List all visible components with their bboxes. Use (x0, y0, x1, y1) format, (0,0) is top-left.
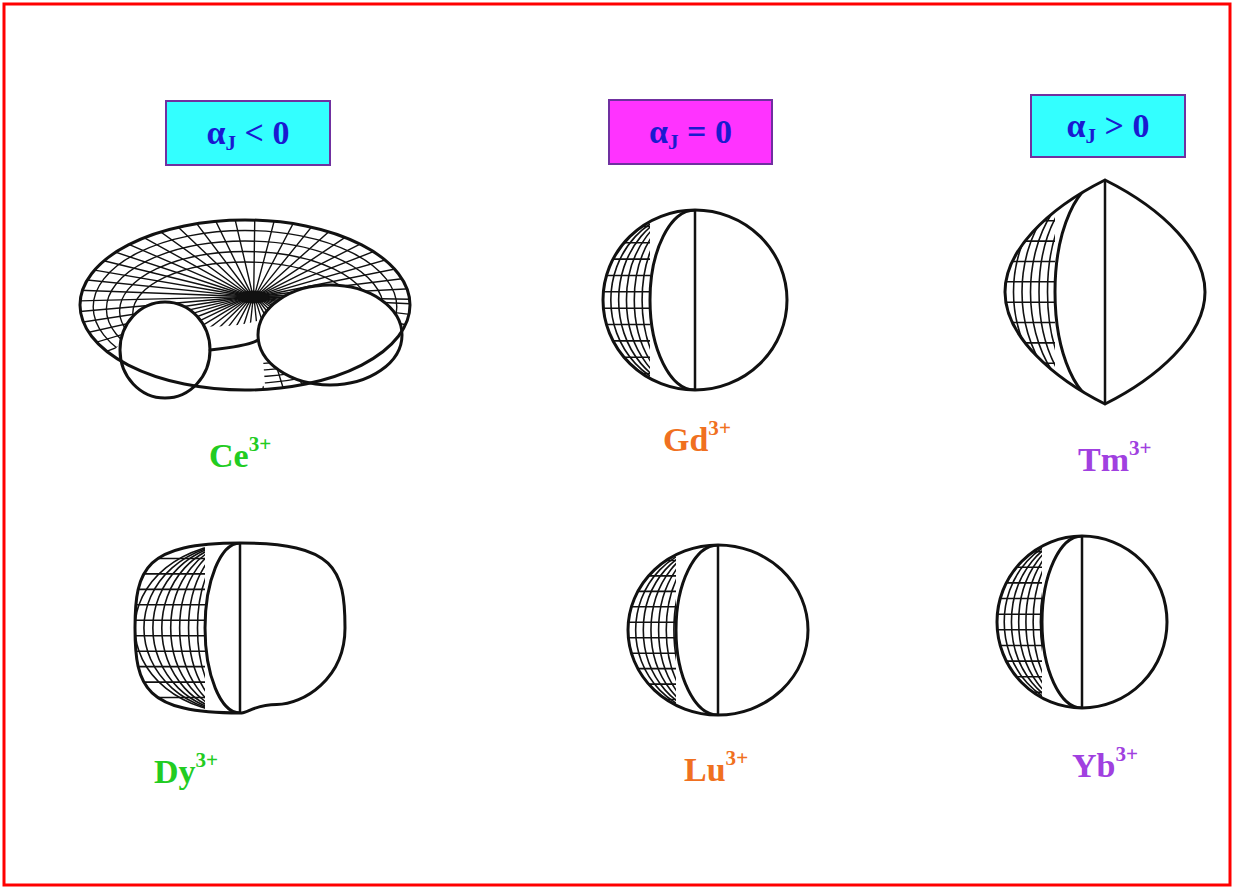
torus-shape (55, 205, 435, 405)
charge-density-shape (992, 536, 1167, 708)
ion-label: Dy3+ (154, 753, 218, 791)
ion-label: Tm3+ (1078, 441, 1152, 479)
ion-label: Lu3+ (684, 751, 748, 789)
charge-density-shape (1000, 180, 1205, 404)
charge-density-shape (130, 543, 345, 713)
header-text: αJ < 0 (207, 114, 290, 152)
header-box: αJ = 0 (608, 99, 773, 165)
charge-density-shape (623, 545, 808, 715)
header-box: αJ > 0 (1030, 94, 1186, 158)
header-text: αJ = 0 (649, 113, 732, 151)
ion-label: Gd3+ (663, 421, 731, 459)
header-text: αJ > 0 (1067, 107, 1150, 145)
frame (4, 4, 1230, 885)
ion-label: Ce3+ (209, 437, 271, 475)
header-box: αJ < 0 (165, 100, 331, 166)
ion-label: Yb3+ (1072, 747, 1138, 785)
charge-density-shape (598, 210, 787, 390)
